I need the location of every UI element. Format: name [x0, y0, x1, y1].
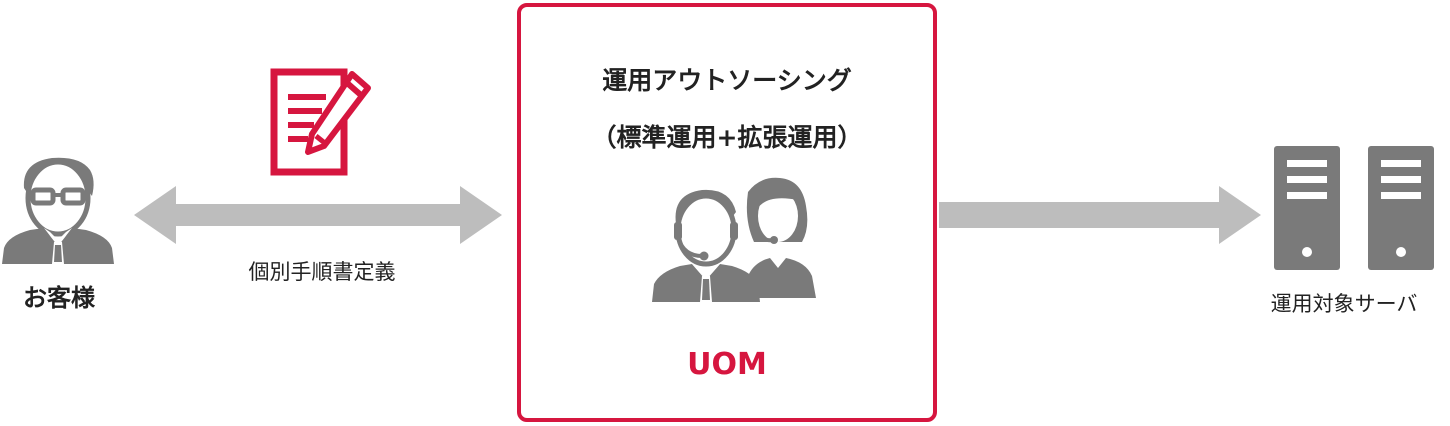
servers-label: 運用対象サーバ — [1270, 292, 1418, 316]
customer-label: お客様 — [23, 284, 95, 312]
outsourcing-subtitle: （標準運用+拡張運用） — [591, 123, 863, 152]
outsourcing-box: 運用アウトソーシング （標準運用+拡張運用） UOM — [517, 3, 937, 422]
headset-operators-icon — [650, 172, 822, 304]
document-with-pen-icon — [268, 68, 372, 176]
outsourcing-title: 運用アウトソーシング — [602, 66, 852, 95]
customer-icon — [0, 148, 116, 266]
bidirectional-arrow — [132, 186, 504, 244]
outsourcing-name: UOM — [687, 347, 767, 382]
server-tower-icon — [1368, 146, 1434, 270]
definition-label: 個別手順書定義 — [248, 260, 396, 284]
right-arrow — [939, 186, 1263, 244]
server-tower-icon — [1274, 146, 1340, 270]
